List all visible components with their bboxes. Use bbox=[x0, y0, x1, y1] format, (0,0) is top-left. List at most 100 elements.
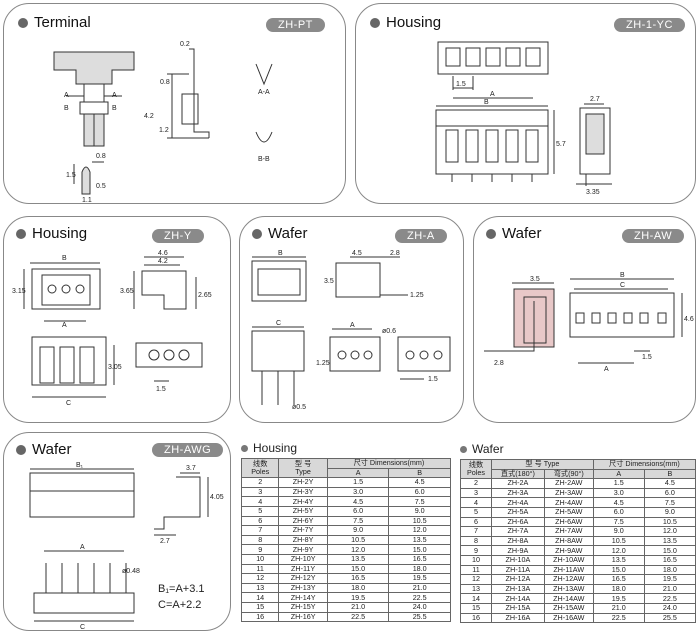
terminal-dim-4: 1.2 bbox=[159, 127, 169, 134]
table-cell: 1.5 bbox=[326, 477, 390, 488]
table-cell: 16.5 bbox=[643, 554, 697, 566]
table-cell: 15.0 bbox=[326, 563, 390, 575]
table-cell: 7.5 bbox=[643, 497, 697, 508]
wafer-awg-formulas: B₁=A+3.1 C=A+2.2 bbox=[158, 581, 205, 613]
table-cell: 22.5 bbox=[326, 611, 390, 623]
table-cell: 25.5 bbox=[388, 611, 451, 623]
housing-y-dim-5: 4.2 bbox=[158, 258, 168, 265]
bullet-icon bbox=[241, 444, 248, 452]
table-cell: 19.5 bbox=[592, 593, 645, 604]
housing-yc-title-text: Housing bbox=[386, 14, 442, 31]
housing-y-dim-7: 2.65 bbox=[198, 292, 212, 299]
table-cell: ZH-9Y bbox=[278, 544, 328, 555]
col-angle: 弯式(90°) bbox=[543, 468, 594, 480]
terminal-badge: ZH-PT bbox=[266, 18, 325, 32]
housing-y-drawing: B 3.15 A 4.6 4.2 3.65 2.65 3.05 C 1.5 bbox=[12, 250, 212, 407]
housing-y-dim-3: A bbox=[62, 322, 67, 329]
wafer-a-dim-7: A bbox=[350, 322, 355, 329]
table-cell: ZH-7AW bbox=[543, 526, 594, 537]
terminal-dim-6: 1.5 bbox=[66, 172, 76, 179]
mark-b-left: B bbox=[64, 105, 69, 112]
wafer-a-title: Wafer bbox=[252, 225, 307, 242]
table-cell: 7.5 bbox=[326, 515, 390, 527]
table-cell: 6 bbox=[240, 515, 280, 527]
col-a: A bbox=[592, 468, 645, 480]
wafer-table-title: Wafer bbox=[460, 441, 696, 456]
bullet-icon bbox=[486, 228, 496, 239]
wafer-awg-dim-6: ø0.48 bbox=[122, 568, 140, 575]
table-cell: 15 bbox=[459, 602, 493, 614]
table-cell: 5 bbox=[240, 505, 280, 517]
table-cell: ZH-16Y bbox=[278, 611, 328, 623]
table-cell: ZH-8AW bbox=[543, 535, 594, 547]
housing-yc-drawing: 1.5 A B 5.7 2.7 3.35 bbox=[435, 41, 612, 196]
table-cell: ZH-9AW bbox=[543, 545, 594, 556]
table-cell: 12 bbox=[459, 574, 493, 585]
col-poles-cn: 线数 bbox=[253, 458, 268, 468]
table-cell: 15 bbox=[240, 601, 280, 613]
wafer-awg-dim-7: C bbox=[80, 624, 85, 631]
table-cell: 9 bbox=[459, 545, 493, 556]
table-cell: 6.0 bbox=[326, 505, 390, 517]
table-cell: 12.0 bbox=[592, 545, 645, 556]
table-cell: 11 bbox=[240, 563, 280, 575]
col-type-cn: 型 号 bbox=[294, 458, 312, 468]
table-cell: ZH-6Y bbox=[278, 515, 328, 527]
terminal-title-text: Terminal bbox=[34, 14, 91, 31]
table-cell: 19.5 bbox=[326, 592, 390, 603]
table-cell: 12.0 bbox=[326, 544, 390, 555]
table-cell: ZH-7A bbox=[491, 526, 545, 537]
wafer-aw-dim-2: B bbox=[620, 272, 625, 279]
table-cell: ZH-13A bbox=[491, 583, 545, 595]
table-cell: ZH-2Y bbox=[278, 477, 328, 488]
table-cell: 21.0 bbox=[592, 602, 645, 614]
wafer-table-title-text: Wafer bbox=[472, 442, 504, 456]
table-cell: 10.5 bbox=[388, 515, 451, 527]
housing-yc-title: Housing bbox=[370, 14, 441, 31]
table-cell: ZH-11A bbox=[491, 564, 545, 576]
col-a: A bbox=[326, 467, 390, 479]
table-cell: ZH-15Y bbox=[278, 601, 328, 613]
table-cell: 4 bbox=[459, 497, 493, 508]
table-cell: ZH-4A bbox=[491, 497, 545, 508]
table-cell: 4.5 bbox=[643, 478, 697, 489]
table-cell: ZH-3AW bbox=[543, 487, 594, 499]
housing-yc-panel: Housing ZH-1-YC 1.5 A B 5.7 2.7 3.35 bbox=[355, 3, 696, 204]
table-cell: 1.5 bbox=[592, 478, 645, 489]
housing-y-title: Housing bbox=[16, 225, 87, 242]
table-cell: 10 bbox=[459, 554, 493, 566]
table-cell: 7.5 bbox=[592, 516, 645, 528]
table-cell: 19.5 bbox=[388, 573, 451, 584]
table-cell: ZH-16AW bbox=[543, 612, 594, 624]
terminal-dim-2: 0.8 bbox=[160, 79, 170, 86]
wafer-awg-dim-3: 4.05 bbox=[210, 494, 224, 501]
housing-y-dim-4: 4.6 bbox=[158, 250, 168, 257]
table-cell: 9.0 bbox=[388, 505, 451, 517]
table-cell: 9.0 bbox=[326, 525, 390, 536]
table-cell: 21.0 bbox=[388, 582, 451, 594]
table-cell: ZH-3A bbox=[491, 487, 545, 499]
table-cell: ZH-10A bbox=[491, 554, 545, 566]
housing-yc-badge: ZH-1-YC bbox=[614, 18, 685, 32]
table-cell: 24.0 bbox=[643, 602, 697, 614]
table-cell: ZH-5A bbox=[491, 506, 545, 518]
table-cell: 3 bbox=[459, 487, 493, 499]
table-cell: ZH-12A bbox=[491, 574, 545, 585]
